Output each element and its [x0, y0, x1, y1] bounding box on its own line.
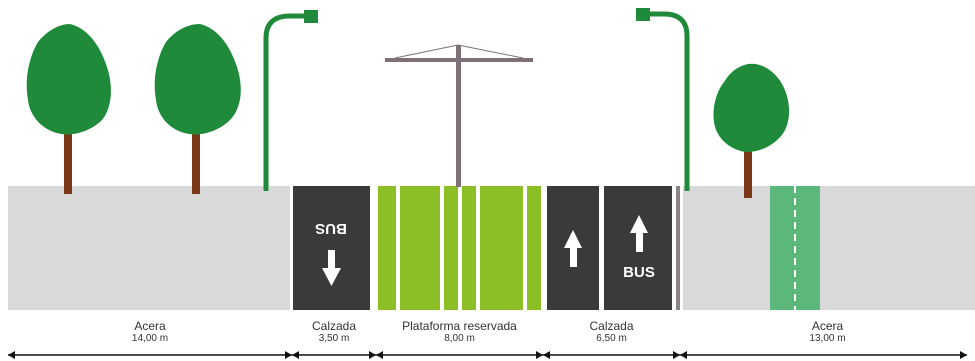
section-label-right-sidewalk: Acera 13,00 m [809, 319, 846, 344]
section-label-left-road: Calzada 3,50 m [311, 319, 357, 344]
left-sidewalk [8, 186, 290, 310]
arrow-up-icon [564, 230, 582, 267]
platform-stripes [396, 186, 527, 310]
curb-line [676, 186, 680, 310]
street-lamp-left [263, 10, 318, 191]
section-label-right-road: Calzada 6,50 m [589, 319, 634, 344]
dimension-line [8, 351, 967, 359]
tree-left-1 [26, 24, 111, 194]
street-lamp-right [636, 8, 690, 191]
tree-left-2 [154, 24, 241, 194]
left-road [293, 186, 370, 310]
bus-lane-marking-left: BUS [315, 220, 347, 237]
bus-arrow-up-icon [630, 215, 648, 252]
right-sidewalk [683, 186, 975, 310]
section-label-platform: Plataforma reservada 8,00 m [402, 319, 517, 344]
arrow-down-icon [322, 250, 341, 286]
catenary-pole [385, 44, 533, 187]
bus-lane-marking-right: BUS [623, 264, 655, 281]
section-label-left-sidewalk: Acera 14,00 m [131, 319, 169, 344]
tree-right [713, 63, 790, 198]
